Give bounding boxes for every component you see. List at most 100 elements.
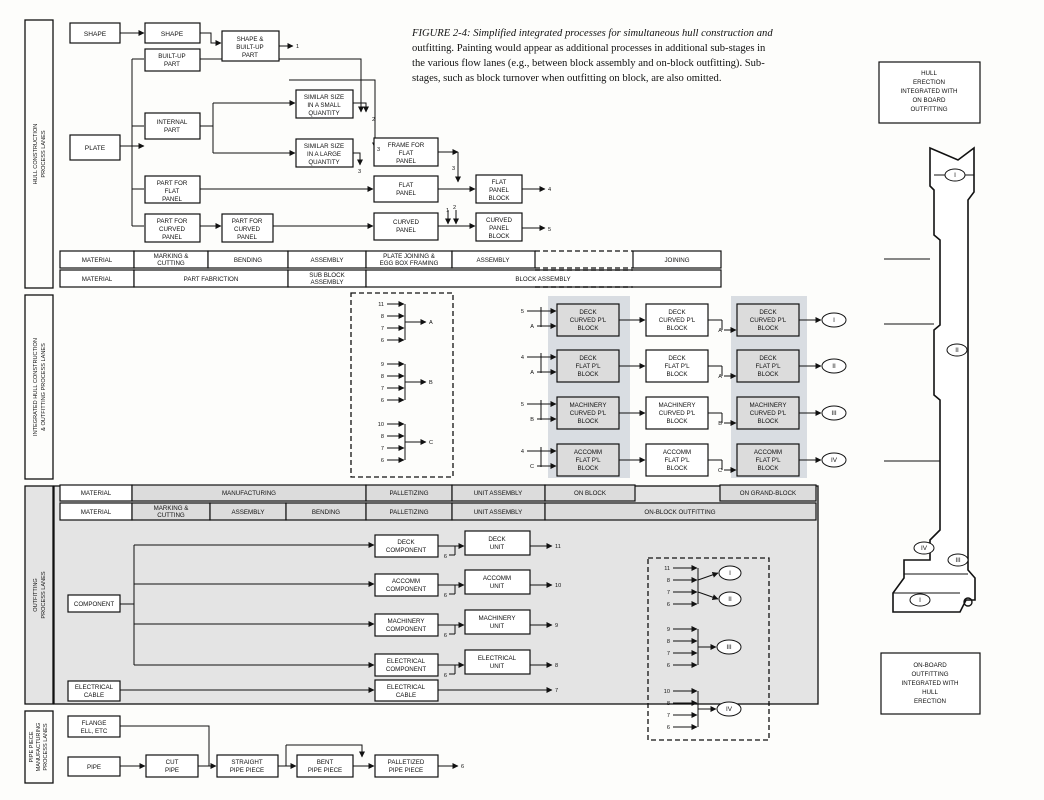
stage-marking-cutting: MARKING &	[154, 253, 190, 260]
svg-text:IV: IV	[921, 545, 928, 552]
box-cut-pipe: CUT PIPE	[145, 754, 199, 778]
onboard-outfitting-box: ON-BOARD OUTFITTING INTEGRATED WITH HULL…	[880, 652, 981, 715]
svg-text:CURVED P'L: CURVED P'L	[659, 410, 696, 417]
svg-text:JOINING: JOINING	[664, 257, 689, 264]
svg-text:CURVED: CURVED	[393, 219, 420, 226]
block-row-mid-letter: B	[718, 421, 722, 427]
onboard-input-number: 8	[667, 701, 670, 707]
onboard-input-number: 8	[667, 578, 670, 584]
svg-text:COMPONENT: COMPONENT	[386, 666, 426, 673]
svg-text:PART: PART	[242, 52, 258, 59]
svg-text:ELECTRICAL: ELECTRICAL	[478, 655, 517, 662]
svg-text:PANEL: PANEL	[162, 196, 182, 203]
svg-text:BUILT-UP: BUILT-UP	[236, 44, 263, 51]
box-flat-panel-block: FLAT PANEL BLOCK	[475, 174, 523, 204]
svg-text:QUANTITY: QUANTITY	[308, 159, 339, 166]
svg-text:3: 3	[358, 169, 361, 175]
svg-text:ERECTION: ERECTION	[913, 79, 945, 86]
onboard-input-number: 11	[664, 566, 670, 572]
block-row-roman: IV	[831, 457, 838, 464]
svg-text:MACHINERY: MACHINERY	[387, 618, 424, 625]
onboard-ship-section	[718, 591, 742, 607]
block-row-ship-section	[821, 405, 847, 421]
svg-text:FLAT P'L: FLAT P'L	[575, 457, 601, 464]
electrical-cable-source: ELECTRICAL CABLE	[67, 680, 121, 702]
svg-text:ASSEMBLY: ASSEMBLY	[311, 279, 344, 286]
svg-text:MATERIAL: MATERIAL	[81, 490, 112, 497]
svg-text:CURVED P'L: CURVED P'L	[659, 317, 696, 324]
svg-text:PALLETIZING: PALLETIZING	[389, 509, 428, 516]
svg-text:DECK: DECK	[397, 539, 415, 546]
box-shape-2: SHAPE	[144, 22, 201, 44]
outfitting-lane-label-1: OUTFITTING	[33, 578, 39, 612]
svg-text:ASSEMBLY: ASSEMBLY	[311, 257, 344, 264]
svg-text:COMPONENT: COMPONENT	[386, 626, 426, 633]
svg-text:MACHINERY: MACHINERY	[658, 402, 695, 409]
block-row-ship-section	[821, 312, 847, 328]
pipe-input-number: 6	[444, 593, 447, 599]
unit-box	[464, 530, 531, 556]
svg-text:SHAPE &: SHAPE &	[237, 36, 265, 43]
svg-text:MATERIAL: MATERIAL	[82, 276, 113, 283]
svg-text:UNIT: UNIT	[490, 623, 505, 630]
svg-text:MACHINERY: MACHINERY	[478, 615, 515, 622]
electrical-cable-out-number: 7	[555, 688, 558, 694]
ship-section-II: II	[946, 343, 968, 357]
merge-input-number: 9	[381, 362, 384, 368]
svg-text:UNIT ASSEMBLY: UNIT ASSEMBLY	[474, 509, 523, 516]
merge-input-number: 7	[381, 446, 384, 452]
svg-text:BLOCK: BLOCK	[578, 325, 600, 332]
block-row-input-number: 5	[521, 402, 524, 408]
svg-text:INTEGRATED WITH: INTEGRATED WITH	[901, 88, 958, 95]
unit-box	[464, 569, 531, 595]
box-curved-panel-block: CURVED PANEL BLOCK	[475, 212, 523, 242]
box-similar-size-small: SIMILAR SIZE IN A SMALL QUANTITY	[295, 89, 354, 119]
outfitting-stage-row-1: MATERIAL MANUFACTURING PALLETIZING UNIT …	[59, 484, 817, 502]
svg-text:BENDING: BENDING	[234, 257, 262, 264]
block-box-col2	[645, 443, 709, 477]
svg-text:INTERNAL: INTERNAL	[157, 119, 188, 126]
ship-section-III: III	[947, 553, 969, 567]
onboard-input-number: 7	[667, 713, 670, 719]
svg-text:OUTFITTING: OUTFITTING	[911, 671, 948, 678]
svg-text:DECK: DECK	[579, 355, 597, 362]
caption-line-2: outfitting. Painting would appear as add…	[412, 43, 766, 54]
svg-text:OUTFITTING: OUTFITTING	[910, 106, 947, 113]
merge-input-number: 6	[381, 398, 384, 404]
svg-text:CUTTING: CUTTING	[157, 260, 185, 267]
hull-erection-box: HULL ERECTION INTEGRATED WITH ON BOARD O…	[878, 61, 981, 124]
svg-text:1: 1	[446, 208, 449, 214]
svg-text:ACCOMM: ACCOMM	[663, 449, 691, 456]
box-part-for-curved-panel-2: PART FOR CURVED PANEL	[221, 213, 274, 243]
caption-line-3: the various flow lanes (e.g., between bl…	[412, 58, 765, 69]
svg-text:MACHINERY: MACHINERY	[569, 402, 606, 409]
svg-text:ELECTRICAL: ELECTRICAL	[387, 684, 426, 691]
svg-text:BLOCK: BLOCK	[489, 195, 511, 202]
svg-text:BLOCK: BLOCK	[667, 465, 689, 472]
box-similar-size-large: SIMILAR SIZE IN A LARGE QUANTITY	[295, 138, 354, 168]
svg-text:FRAME FOR: FRAME FOR	[388, 142, 425, 149]
block-row-input-letter: A	[530, 324, 534, 330]
svg-text:BLOCK ASSEMBLY: BLOCK ASSEMBLY	[515, 276, 570, 283]
merge-groups	[350, 292, 454, 478]
svg-text:CURVED: CURVED	[234, 226, 261, 233]
merge-input-number: 7	[381, 326, 384, 332]
svg-text:4: 4	[548, 187, 551, 193]
svg-text:CURVED P'L: CURVED P'L	[750, 410, 787, 417]
svg-text:COMPONENT: COMPONENT	[386, 586, 426, 593]
svg-text:EGG BOX FRAMING: EGG BOX FRAMING	[380, 260, 439, 267]
outfit-row-output-number: 8	[555, 663, 558, 669]
svg-text:CABLE: CABLE	[396, 692, 416, 699]
svg-text:MARKING &: MARKING &	[154, 505, 190, 512]
svg-text:5: 5	[548, 227, 551, 233]
hull-process-boxes: SHAPE SHAPE SHAPE & BUILT-UP PART BUILT-…	[69, 22, 523, 243]
svg-text:PALLETIZED: PALLETIZED	[388, 759, 425, 766]
svg-text:BENDING: BENDING	[312, 509, 340, 516]
